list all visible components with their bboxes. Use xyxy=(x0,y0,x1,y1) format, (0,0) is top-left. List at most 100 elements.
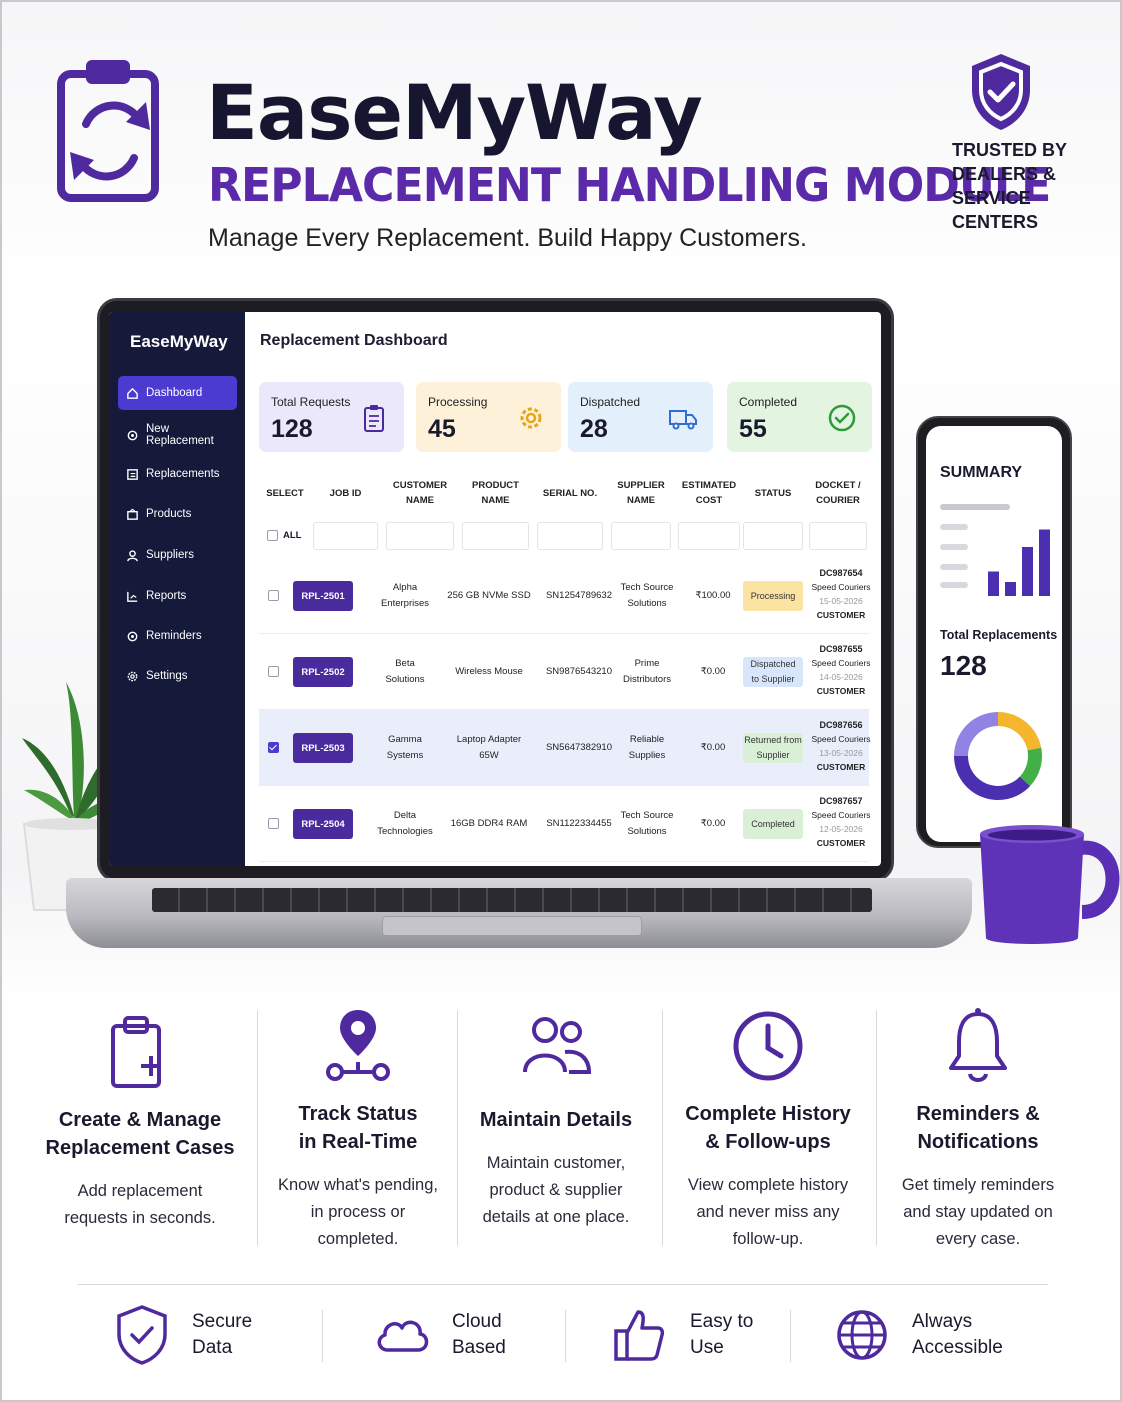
filter-input[interactable] xyxy=(678,522,740,550)
feature-divider xyxy=(876,1010,877,1246)
section-divider xyxy=(78,1284,1048,1285)
card-label: Processing xyxy=(428,395,488,409)
supplier-name-line: Tech Source xyxy=(620,582,674,593)
column-header-line: DOCKET / xyxy=(815,480,861,491)
sidebar-item-reports[interactable]: Reports xyxy=(118,579,237,613)
sidebar-item-new-replacement[interactable]: New Replacement xyxy=(118,418,237,452)
select-all-label: ALL xyxy=(283,530,302,541)
clock-icon xyxy=(733,1011,803,1081)
courier-name: Speed Couriers xyxy=(811,810,871,820)
column-header[interactable]: DOCKET /COURIER xyxy=(809,478,867,508)
stat-card-completed[interactable]: Completed 55 xyxy=(727,382,872,452)
tagline: Manage Every Replacement. Build Happy Cu… xyxy=(208,224,807,252)
feature-description-line: follow-up. xyxy=(732,1230,804,1248)
filter-input[interactable] xyxy=(743,522,803,550)
truck-icon xyxy=(669,410,697,430)
docket-date: 15-05-2026 xyxy=(819,596,863,606)
product-name: 16GB DDR4 RAM xyxy=(445,816,533,832)
row-checkbox[interactable] xyxy=(268,666,279,677)
customer-name-line: Gamma xyxy=(388,734,422,745)
job-id-button[interactable]: RPL-2503 xyxy=(293,733,353,763)
placeholder-line xyxy=(940,582,968,588)
phone-donut-chart xyxy=(954,712,1042,800)
supplier-name-line: Tech Source xyxy=(620,810,674,821)
serial-number: SN9876543210 xyxy=(545,666,613,677)
job-id-button[interactable]: RPL-2502 xyxy=(293,657,353,687)
sidebar-item-settings[interactable]: Settings xyxy=(118,659,237,693)
stat-card-total[interactable]: Total Requests 128 xyxy=(259,382,404,452)
product-name: 256 GB NVMe SSD xyxy=(445,588,533,604)
supplier-name-line: Solutions xyxy=(627,826,667,837)
row-checkbox[interactable] xyxy=(268,818,279,829)
job-id-button[interactable]: RPL-2501 xyxy=(293,581,353,611)
sidebar-item-reminders[interactable]: Reminders xyxy=(118,619,237,653)
row-checkbox[interactable] xyxy=(268,742,279,753)
select-all[interactable]: ALL xyxy=(267,530,301,541)
column-header[interactable]: SERIAL NO. xyxy=(537,486,603,501)
column-header-line: SUPPLIER xyxy=(617,480,665,491)
sidebar-item-products[interactable]: Products xyxy=(118,497,237,531)
row-checkbox[interactable] xyxy=(268,590,279,601)
stat-card-dispatched[interactable]: Dispatched 28 xyxy=(568,382,713,452)
feature-title: Reminders &Notifications xyxy=(878,1100,1078,1156)
product-name-line: Laptop Adapter xyxy=(456,734,522,745)
summary-bar xyxy=(1039,529,1050,596)
column-header-line: NAME xyxy=(406,495,434,506)
sidebar-brand: EaseMyWay xyxy=(130,332,228,351)
sidebar-item-replacements[interactable]: Replacements xyxy=(118,457,237,491)
sidebar-item-label: Reports xyxy=(146,590,187,602)
feature-title-line: Reminders & xyxy=(916,1103,1040,1125)
sidebar-item-label: Suppliers xyxy=(146,549,194,561)
feature-description-line: every case. xyxy=(935,1230,1021,1248)
supplier-name-line: Reliable xyxy=(629,734,665,745)
sidebar-item-label: Reminders xyxy=(146,630,202,642)
column-header[interactable]: STATUS xyxy=(743,486,803,501)
feature-description-line: details at one place. xyxy=(482,1208,630,1226)
column-header[interactable]: SELECT xyxy=(259,486,311,501)
column-header[interactable]: JOB ID xyxy=(313,486,378,501)
filter-input[interactable] xyxy=(537,522,603,550)
sidebar-item-dashboard[interactable]: Dashboard xyxy=(118,376,237,410)
filter-input[interactable] xyxy=(313,522,378,550)
feature-description-line: View complete history xyxy=(687,1176,849,1194)
column-header-line: PRODUCT xyxy=(472,480,519,491)
status-line: Completed xyxy=(751,818,795,829)
serial-number: SN5647382910 xyxy=(545,742,613,753)
filter-input[interactable] xyxy=(611,522,671,550)
column-header-line: JOB ID xyxy=(329,488,362,499)
job-id-button[interactable]: RPL-2504 xyxy=(293,809,353,839)
stat-card-processing[interactable]: Processing 45 xyxy=(416,382,561,452)
customer-name-line: Alpha xyxy=(392,582,418,593)
select-all-checkbox[interactable] xyxy=(267,530,278,541)
badge-divider xyxy=(790,1310,791,1362)
sidebar-item-suppliers[interactable]: Suppliers xyxy=(118,538,237,572)
donut-slice xyxy=(1019,747,1042,787)
filter-input[interactable] xyxy=(386,522,454,550)
column-header-line: SERIAL NO. xyxy=(542,488,598,499)
docket-date: 14-05-2026 xyxy=(819,672,863,682)
supplier-name-line: Prime xyxy=(634,658,660,669)
filter-input[interactable] xyxy=(809,522,867,550)
dashboard-title: Replacement Dashboard xyxy=(260,332,448,349)
badge-line: Secure xyxy=(192,1311,253,1332)
filter-input[interactable] xyxy=(462,522,529,550)
